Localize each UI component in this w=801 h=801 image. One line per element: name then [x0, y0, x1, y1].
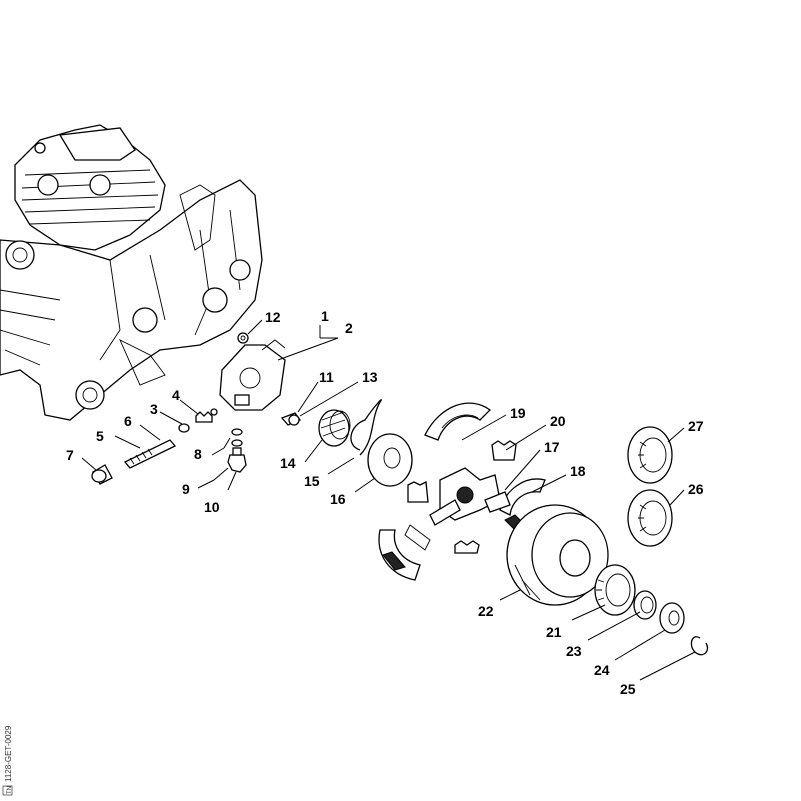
- corner-mark: TN: [7, 786, 13, 794]
- clutch-drum-22: [506, 504, 609, 606]
- washer-3: [178, 423, 190, 433]
- clutch-carrier-17: [429, 467, 501, 526]
- worm-gear-14: [318, 409, 351, 447]
- callout-6: 6: [124, 413, 132, 429]
- valve-9: [227, 447, 247, 473]
- callout-13: 13: [362, 369, 378, 385]
- rim-sprocket-27: [627, 426, 673, 484]
- sleeve-7: [91, 464, 113, 485]
- spring-20: [491, 440, 517, 461]
- reference-code: 1128-GET-0029 TN: [2, 725, 13, 796]
- clutch-shoe-left: [378, 524, 431, 581]
- clutch-shoe-top: [424, 402, 491, 441]
- thrust-washer-16: [367, 433, 413, 487]
- callout-labels: 1 2 3 4 5 6 7 8 9 10 11 12 13 14 15 16 1…: [66, 308, 704, 697]
- callout-7: 7: [66, 447, 74, 463]
- callout-12: 12: [265, 309, 281, 325]
- nut-12: [237, 332, 249, 344]
- screw-11: [280, 412, 302, 426]
- callout-16: 16: [330, 491, 346, 507]
- reference-code-text: 1128-GET-0029: [4, 725, 13, 782]
- spring-4: [195, 411, 213, 423]
- callout-8: 8: [194, 446, 202, 462]
- spring-clip-13: [350, 399, 382, 456]
- callout-20: 20: [550, 413, 566, 429]
- clutch-weight: [484, 491, 511, 513]
- callout-2: 2: [345, 320, 353, 336]
- spur-sprocket-26: [627, 489, 673, 547]
- callout-24: 24: [594, 662, 610, 678]
- spring-left: [407, 480, 429, 503]
- callout-17: 17: [544, 439, 560, 455]
- leader-lines: [81, 319, 696, 681]
- callout-5: 5: [96, 428, 104, 444]
- callout-9: 9: [182, 481, 190, 497]
- callout-26: 26: [688, 481, 704, 497]
- washer-small: [210, 408, 218, 416]
- spring-lower: [454, 540, 480, 554]
- callout-22: 22: [478, 603, 494, 619]
- oil-pump-body: [219, 339, 286, 411]
- callout-19: 19: [510, 405, 526, 421]
- callout-15: 15: [304, 473, 320, 489]
- callout-14: 14: [280, 455, 296, 471]
- needle-bearing-23: [633, 590, 657, 620]
- engine-housing: [0, 124, 263, 421]
- callout-11: 11: [319, 369, 334, 385]
- e-clip-25: [690, 636, 709, 656]
- callout-4: 4: [172, 387, 180, 403]
- callout-27: 27: [688, 418, 704, 434]
- callout-18: 18: [570, 463, 586, 479]
- callout-10: 10: [204, 499, 220, 515]
- washer-24: [659, 602, 685, 634]
- o-rings-8: [231, 428, 243, 447]
- callout-23: 23: [566, 643, 582, 659]
- worm-gear-shaft-6: [123, 439, 177, 469]
- sprocket-rim-21: [594, 564, 636, 616]
- callout-1: 1: [321, 308, 329, 324]
- callout-21: 21: [546, 624, 562, 640]
- callout-25: 25: [620, 681, 636, 697]
- callout-3: 3: [150, 401, 158, 417]
